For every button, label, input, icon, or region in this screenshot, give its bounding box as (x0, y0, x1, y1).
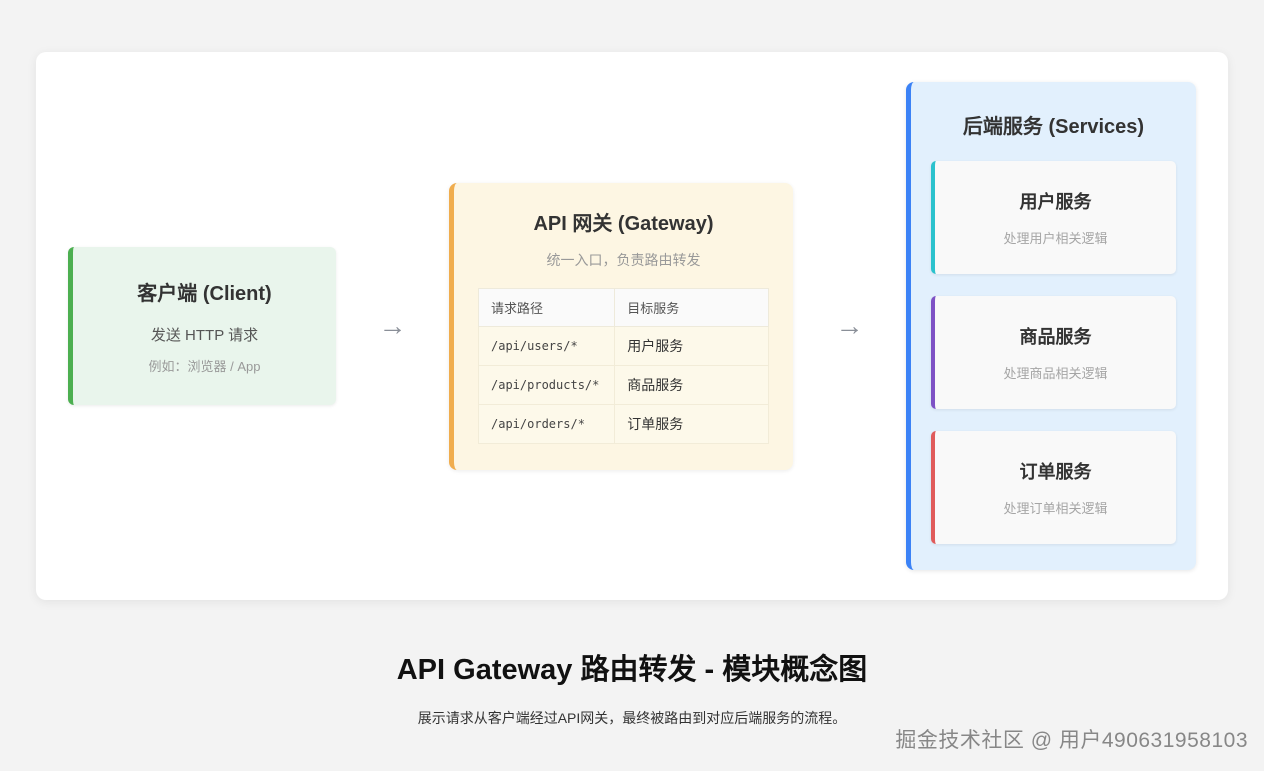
diagram-title: API Gateway 路由转发 - 模块概念图 (396, 654, 868, 686)
route-row-products: /api/products/* 商品服务 (477, 364, 769, 405)
service-card-products: 商品服务 处理商品相关逻辑 (931, 296, 1176, 409)
diagram-canvas: 客户端 (Client) 发送 HTTP 请求 例如：浏览器 / App → A… (36, 52, 1228, 600)
client-description: 发送 HTTP 请求 (150, 327, 259, 344)
route-target-users: 用户服务 (614, 325, 769, 366)
service-card-orders: 订单服务 处理订单相关逻辑 (931, 431, 1176, 544)
route-path-products: /api/products/* (477, 364, 616, 405)
arrow-gateway-to-services-icon: → (835, 310, 864, 341)
client-box: 客户端 (Client) 发送 HTTP 请求 例如：浏览器 / App (68, 247, 336, 405)
watermark: 掘金技术社区 @ 用户490631958103 (895, 729, 1248, 752)
service-name-products: 商品服务 (1019, 327, 1092, 347)
gateway-subtitle: 统一入口，负责路由转发 (546, 251, 701, 268)
route-table-header-row: 请求路径 目标服务 (477, 287, 769, 327)
route-path-orders: /api/orders/* (477, 403, 616, 444)
service-card-users: 用户服务 处理用户相关逻辑 (931, 161, 1176, 274)
services-title: 后端服务 (Services) (962, 116, 1145, 138)
services-panel: 后端服务 (Services) 用户服务 处理用户相关逻辑 商品服务 处理商品相… (906, 82, 1196, 570)
route-row-users: /api/users/* 用户服务 (477, 325, 769, 366)
client-title: 客户端 (Client) (137, 283, 272, 305)
gateway-title: API 网关 (Gateway) (533, 212, 714, 235)
route-table: 请求路径 目标服务 /api/users/* 用户服务 /api/product… (477, 287, 769, 444)
route-row-orders: /api/orders/* 订单服务 (477, 403, 769, 444)
service-name-orders: 订单服务 (1019, 462, 1092, 482)
route-path-users: /api/users/* (477, 325, 616, 366)
route-table-header-path: 请求路径 (477, 287, 616, 327)
service-name-users: 用户服务 (1019, 192, 1092, 212)
service-desc-orders: 处理订单相关逻辑 (1003, 501, 1108, 516)
route-target-orders: 订单服务 (614, 403, 769, 444)
arrow-client-to-gateway-icon: → (378, 310, 407, 341)
diagram-subtitle: 展示请求从客户端经过API网关，最终被路由到对应后端服务的流程。 (417, 710, 847, 726)
service-desc-users: 处理用户相关逻辑 (1003, 231, 1108, 246)
client-example: 例如：浏览器 / App (148, 359, 261, 374)
route-target-products: 商品服务 (614, 364, 769, 405)
service-desc-products: 处理商品相关逻辑 (1003, 366, 1108, 381)
gateway-box: API 网关 (Gateway) 统一入口，负责路由转发 请求路径 目标服务 /… (449, 182, 793, 470)
route-table-header-service: 目标服务 (614, 287, 769, 327)
